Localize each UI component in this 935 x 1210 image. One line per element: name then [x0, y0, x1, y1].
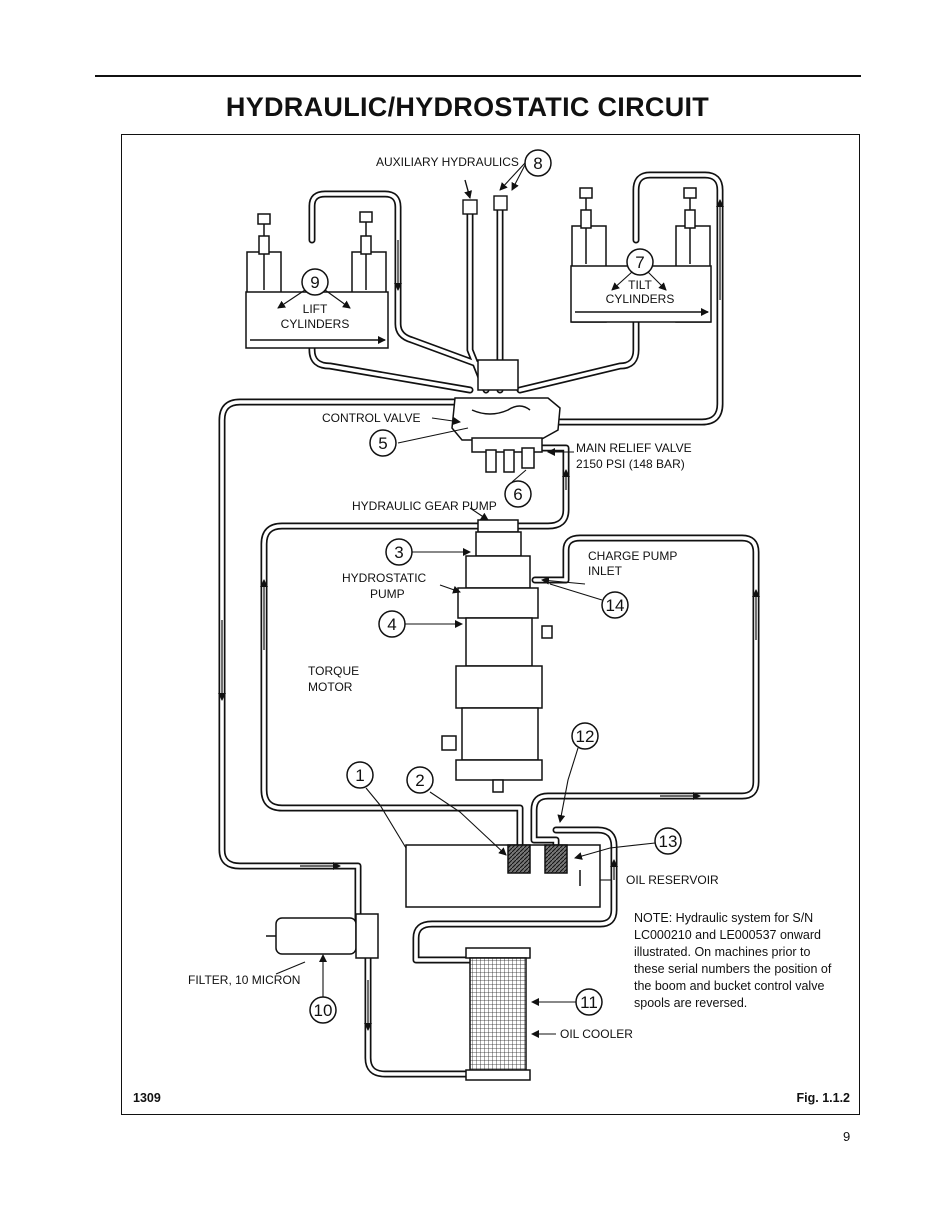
callout-4: 4	[387, 615, 396, 634]
callout-circle-1	[346, 761, 374, 789]
oil-filter	[266, 913, 379, 959]
label-hydrostatic: HYDROSTATIC	[342, 571, 427, 585]
note-line: the boom and bucket control valve	[634, 979, 825, 993]
callout-circle-13	[654, 827, 682, 855]
label-motor: MOTOR	[308, 680, 353, 694]
label-oil-reservoir: OIL RESERVOIR	[626, 873, 719, 887]
label-hydraulic-gear-pump: HYDRAULIC GEAR PUMP	[352, 499, 497, 513]
figure-number: Fig. 1.1.2	[796, 1091, 851, 1105]
note-text: NOTE: Hydraulic system for S/N LC000210 …	[634, 910, 848, 1012]
callout-12: 12	[576, 727, 595, 746]
callout-circle-7	[626, 248, 654, 276]
callout-7: 7	[635, 253, 644, 272]
note-line: illustrated. On machines prior to	[634, 945, 811, 959]
label-pump: PUMP	[370, 587, 405, 601]
note-line: spools are reversed.	[634, 996, 748, 1010]
document-code: 1309	[133, 1091, 161, 1105]
label-lift: LIFT	[303, 302, 328, 316]
lift-cylinders	[245, 211, 389, 349]
callout-circles	[301, 149, 682, 1024]
callout-11: 11	[580, 993, 598, 1012]
label-control-valve: CONTROL VALVE	[322, 411, 420, 425]
label-torque: TORQUE	[308, 664, 359, 678]
page-number: 9	[843, 1129, 851, 1144]
callout-circle-12	[571, 722, 599, 750]
page-title: HYDRAULIC/HYDROSTATIC CIRCUIT	[225, 92, 710, 122]
page-top-rule	[95, 75, 861, 77]
note-line: NOTE: Hydraulic system for S/N	[634, 911, 814, 925]
callout-numbers: 1 2 3 4 5 6 7 8 9 10 11 12 13 14	[310, 154, 677, 1020]
pump-motor-stack	[441, 519, 553, 793]
flow-arrows	[218, 199, 760, 1031]
label-auxiliary-hydraulics: AUXILIARY HYDRAULICS	[376, 155, 519, 169]
note-line: these serial numbers the position of	[634, 962, 832, 976]
callout-circle-6	[504, 480, 532, 508]
callout-2: 2	[415, 771, 424, 790]
label-main-relief-valve: MAIN RELIEF VALVE	[576, 441, 692, 455]
label-lift-cylinders: CYLINDERS	[281, 317, 350, 331]
callout-3: 3	[394, 543, 403, 562]
label-tilt: TILT	[628, 278, 652, 292]
callout-13: 13	[659, 832, 678, 851]
label-filter: FILTER, 10 MICRON	[188, 973, 300, 987]
label-inlet: INLET	[588, 564, 623, 578]
auxiliary-couplers	[462, 179, 508, 215]
callout-6: 6	[513, 485, 522, 504]
control-valve	[451, 359, 561, 473]
callout-10: 10	[314, 1001, 333, 1020]
callout-circle-2	[406, 766, 434, 794]
label-charge-pump: CHARGE PUMP	[588, 549, 677, 563]
oil-reservoir	[405, 844, 601, 908]
label-oil-cooler: OIL COOLER	[560, 1027, 633, 1041]
label-tilt-cylinders: CYLINDERS	[606, 292, 675, 306]
callout-9: 9	[310, 273, 319, 292]
callout-5: 5	[378, 434, 387, 453]
figure-frame	[121, 134, 860, 1115]
leader-lines	[275, 162, 667, 1038]
callout-8: 8	[533, 154, 542, 173]
label-relief-pressure: 2150 PSI (148 BAR)	[576, 457, 685, 471]
component-labels: AUXILIARY HYDRAULICS LIFT CYLINDERS TILT…	[188, 155, 719, 1041]
callout-1: 1	[355, 766, 364, 785]
callout-circle-14	[601, 591, 629, 619]
callout-circle-5	[369, 429, 397, 457]
callout-14: 14	[606, 596, 625, 615]
callout-circle-9	[301, 268, 329, 296]
hose-lines	[218, 171, 760, 1078]
note-line: LC000210 and LE000537 onward	[634, 928, 821, 942]
oil-cooler	[465, 947, 531, 1081]
